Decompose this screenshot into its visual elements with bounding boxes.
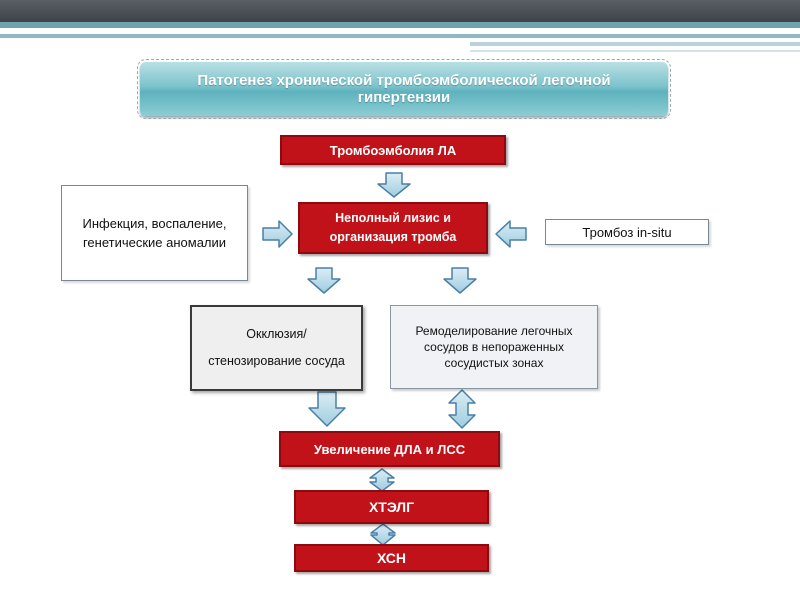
diagram-title: Патогенез хронической тромбоэмболической…: [137, 59, 671, 119]
arrow-left: [495, 220, 527, 248]
arrow-double-vertical: [370, 523, 396, 546]
node-occlusion: Окклюзия/ стенозирование сосуда: [190, 305, 363, 391]
node-remodeling: Ремоделирование легочных сосудов в непор…: [390, 305, 598, 389]
diagram-title-text: Патогенез хронической тромбоэмболической…: [197, 72, 611, 106]
node-infection: Инфекция, воспаление, генетические анома…: [61, 185, 248, 281]
node-incomplete-lysis: Неполный лизис и организация тромба: [298, 202, 488, 254]
node-pressure-increase: Увеличение ДЛА и ЛСС: [279, 431, 500, 467]
node-cteph: ХТЭЛГ: [294, 490, 489, 524]
header-line: [470, 50, 800, 52]
header-accent-bar: [0, 22, 800, 28]
arrow-down: [443, 267, 477, 294]
node-thrombosis-in-situ: Тромбоз in-situ: [545, 219, 709, 245]
arrow-down: [377, 172, 411, 198]
arrow-double-vertical: [448, 389, 476, 429]
arrow-down: [308, 391, 346, 427]
node-thromboembolism: Тромбоэмболия ЛА: [280, 135, 506, 165]
node-heart-failure: ХСН: [294, 544, 489, 572]
header-bar: [0, 0, 800, 22]
header-line: [470, 42, 800, 46]
header-line: [0, 34, 800, 38]
arrow-right: [262, 220, 293, 248]
arrow-down: [307, 267, 341, 294]
arrow-double-vertical: [369, 468, 395, 492]
